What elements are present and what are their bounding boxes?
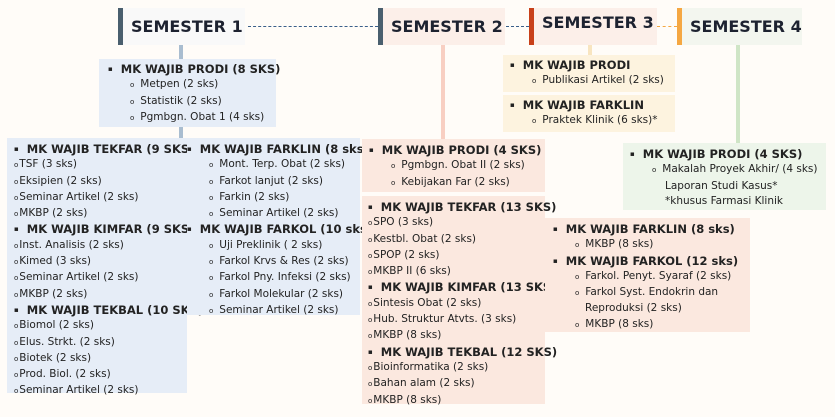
s1-prodi-box: MK WAJIB PRODI (8 SKS) Metpen (2 sks) St… <box>99 59 281 127</box>
course-item: Kestbl. Obat (2 sks) <box>368 232 545 248</box>
semester-1-bar <box>118 8 123 45</box>
course-item: MKBP (8 sks) <box>575 317 750 333</box>
course-item: Eksipien (2 sks) <box>14 174 187 190</box>
course-item: Sintesis Obat (2 sks) <box>368 296 545 312</box>
course-item: Farkot lanjut (2 sks) <box>209 174 360 190</box>
course-item: MKBP (8 sks) <box>368 328 545 344</box>
footnote: *khusus Farmasi Klinik <box>665 194 783 207</box>
semester-4-label: SEMESTER 4 <box>690 17 802 36</box>
group-title: MK WAJIB PRODI <box>510 58 675 73</box>
semester-2-header: SEMESTER 2 <box>378 8 505 45</box>
course-item: Prod. Biol. (2 sks) <box>14 367 187 383</box>
group-title: MK WAJIB KIMFAR (9 SKS) <box>14 222 195 237</box>
s4-prodi-box: MK WAJIB PRODI (4 SKS) Makalah Proyek Ak… <box>623 143 826 210</box>
group-title: MK WAJIB FARKLIN (8 sks) <box>187 142 369 157</box>
s2-left-box: MK WAJIB TEKFAR (13 SKS) SPO (3 sks) Kes… <box>362 196 557 406</box>
semester-3-label: SEMESTER 3 <box>542 13 654 32</box>
course-item: Metpen (2 sks) <box>130 77 276 93</box>
group-title: MK WAJIB PRODI (4 SKS) <box>369 143 545 158</box>
group-title: MK WAJIB TEKBAL (10 SKS) <box>14 303 203 318</box>
course-item: Praktek Klinik (6 sks)* <box>532 113 675 129</box>
course-item: MKBP (8 sks) <box>368 393 545 409</box>
group-title: MK WAJIB FARKOL (10 sks) <box>187 222 372 237</box>
semester-3-bar <box>529 8 534 45</box>
course-item: Elus. Strkt. (2 sks) <box>14 335 187 351</box>
course-item: Farkol Syst. Endokrin dan <box>575 285 750 301</box>
s2-prodi-box: MK WAJIB PRODI (4 SKS) Pgmbgn. Obat II (… <box>362 139 545 192</box>
s3-prodi-box: MK WAJIB PRODI Publikasi Artikel (2 sks) <box>503 55 675 92</box>
course-item: Farkol Molekular (2 sks) <box>209 287 360 303</box>
course-item: Pgmbgn. Obat II (2 sks) <box>391 158 545 174</box>
group-title: MK WAJIB KIMFAR (13 SKS) <box>368 280 557 295</box>
s1-right-box: MK WAJIB FARKLIN (8 sks) Mont. Terp. Oba… <box>187 138 372 316</box>
course-item: Seminar Artikel (2 sks) <box>14 270 187 286</box>
course-item: Biomol (2 sks) <box>14 318 187 334</box>
connector-s3-s4 <box>657 26 677 27</box>
course-item: Biotek (2 sks) <box>14 351 187 367</box>
course-item: Hub. Struktur Atvts. (3 sks) <box>368 312 545 328</box>
group-title: MK WAJIB FARKOL (12 sks) <box>553 254 750 269</box>
course-item: Makalah Proyek Akhir/ (4 sks) <box>652 162 826 178</box>
semester-3-header: SEMESTER 3 <box>529 8 657 45</box>
course-item: Kebijakan Far (2 sks) <box>391 175 545 191</box>
course-item: Seminar Artikel (2 sks) <box>209 206 360 222</box>
group-title: MK WAJIB PRODI (4 SKS) <box>630 147 826 162</box>
s4-vertical-line <box>736 45 740 144</box>
semester-4-header: SEMESTER 4 <box>677 8 802 45</box>
semester-4-bar <box>677 8 682 45</box>
course-item: Bahan alam (2 sks) <box>368 376 545 392</box>
course-item: Bioinformatika (2 sks) <box>368 360 545 376</box>
course-item: MKBP (8 sks) <box>575 237 750 253</box>
s3-vertical-line <box>588 45 592 57</box>
course-item: Statistik (2 sks) <box>130 94 276 110</box>
course-item: SPOP (2 sks) <box>368 248 545 264</box>
course-item: Seminar Artikel (2 sks) <box>14 190 187 206</box>
course-item: Mont. Terp. Obat (2 sks) <box>209 157 360 173</box>
semester-2-bar <box>378 8 383 45</box>
course-item: MKBP (2 sks) <box>14 287 187 303</box>
course-item: Farkin (2 sks) <box>209 190 360 206</box>
semester-2-label: SEMESTER 2 <box>391 17 503 36</box>
group-title: MK WAJIB FARKLIN <box>510 98 675 113</box>
course-item: Kimed (3 sks) <box>14 254 187 270</box>
course-item: Pgmbgn. Obat 1 (4 sks) <box>130 110 276 126</box>
connector-s1-s2 <box>248 26 378 27</box>
course-item: Uji Preklinik ( 2 sks) <box>209 238 360 254</box>
connector-s2-s3 <box>506 26 529 27</box>
course-item: TSF (3 sks) <box>14 157 187 173</box>
course-item: Farkol. Penyt. Syaraf (2 sks) <box>575 269 750 285</box>
course-item: Publikasi Artikel (2 sks) <box>532 73 675 89</box>
group-title: MK WAJIB TEKFAR (9 SKS) <box>14 142 195 157</box>
course-item-continuation: Reproduksi (2 sks) <box>585 302 682 315</box>
course-item: MKBP (2 sks) <box>14 206 187 222</box>
semester-1-label: SEMESTER 1 <box>131 17 243 36</box>
course-item: SPO (3 sks) <box>368 215 545 231</box>
s2-vertical-line <box>441 45 445 140</box>
s2-right-box: MK WAJIB FARKLIN (8 sks) MKBP (8 sks) MK… <box>545 218 750 332</box>
group-title: MK WAJIB FARKLIN (8 sks) <box>553 222 750 237</box>
course-item: Inst. Analisis (2 sks) <box>14 238 187 254</box>
group-title: MK WAJIB TEKFAR (13 SKS) <box>368 200 557 215</box>
course-item: Farkol Krvs & Res (2 sks) <box>209 254 360 270</box>
s3-farklin-box: MK WAJIB FARKLIN Praktek Klinik (6 sks)* <box>503 95 675 132</box>
group-title: MK WAJIB PRODI (8 SKS) <box>108 62 281 77</box>
s1-left-box: MK WAJIB TEKFAR (9 SKS) TSF (3 sks) Eksi… <box>7 138 203 396</box>
semester-1-header: SEMESTER 1 <box>118 8 245 45</box>
course-item: Farkol Pny. Infeksi (2 sks) <box>209 270 360 286</box>
course-item-continuation: Laporan Studi Kasus* <box>665 179 778 192</box>
group-title: MK WAJIB TEKBAL (12 SKS) <box>368 345 557 360</box>
course-item: Seminar Artikel (2 sks) <box>14 383 187 399</box>
course-item: Seminar Artikel (2 sks) <box>209 303 360 319</box>
course-item: MKBP II (6 sks) <box>368 264 545 280</box>
